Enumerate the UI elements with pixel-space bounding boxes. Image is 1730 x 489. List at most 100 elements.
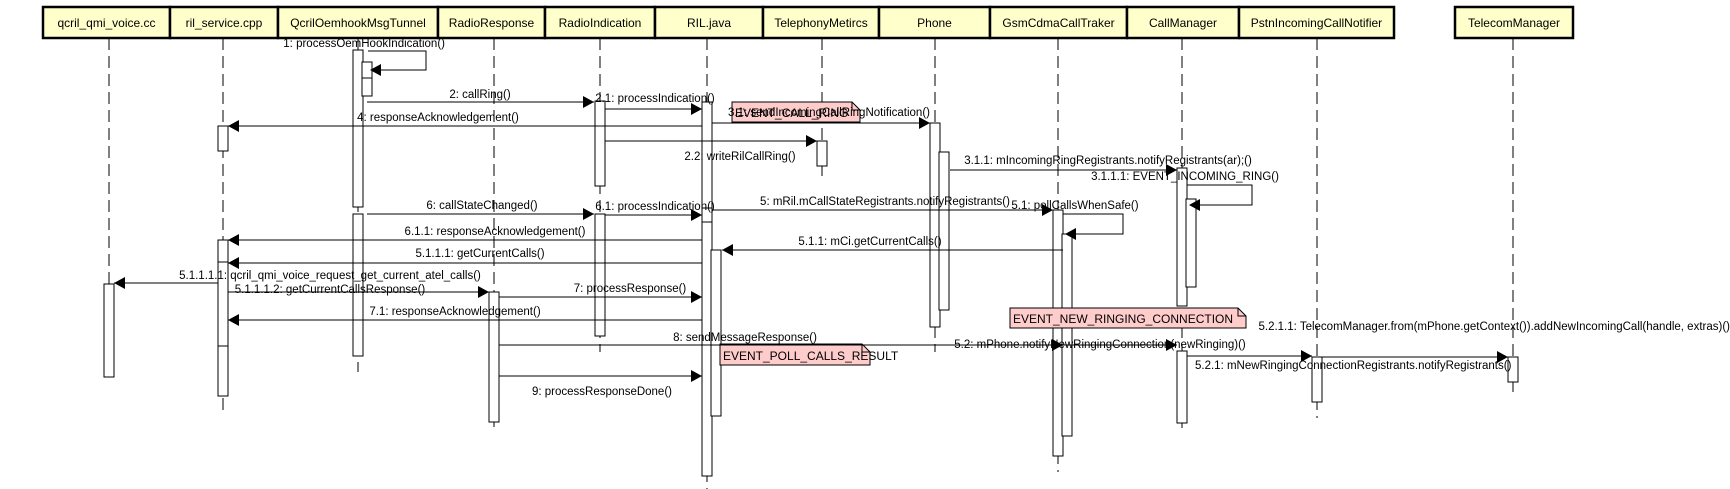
participant-box <box>543 5 657 40</box>
note-label: EVENT_NEW_RINGING_CONNECTION <box>1013 312 1233 326</box>
message[interactable]: 4: responseAcknowledgement() <box>228 112 702 132</box>
message[interactable]: 5: mRil.mCallStateRegistrants.notifyRegi… <box>712 196 1053 216</box>
participant-label: CallManager <box>1149 16 1217 30</box>
arrow-head-icon <box>1189 199 1200 211</box>
note-box <box>719 343 871 366</box>
participant-label: ril_service.cpp <box>186 16 263 30</box>
message[interactable]: 2.2: writeRilCallRing() <box>605 135 817 163</box>
message[interactable]: 7: processResponse() <box>499 283 702 303</box>
message[interactable]: 3.1.1.1: EVENT_INCOMING_RING() <box>1091 171 1279 211</box>
message[interactable]: 1: processOemHookIndication() <box>283 38 445 76</box>
note-fold <box>861 344 870 353</box>
message-label: 5.1.1.1: getCurrentCalls() <box>415 248 544 260</box>
message-label: 5.2: mPhone.notifyNewRingingConnection(n… <box>954 339 1246 351</box>
message-label: 5.1.1: mCi.getCurrentCalls() <box>798 236 941 248</box>
participant-riljava[interactable]: RIL.java <box>653 5 765 40</box>
note: EVENT_POLL_CALLS_RESULT <box>719 343 899 366</box>
message-label: 5.1.1.1.1: qcril_qmi_voice_request_get_c… <box>179 270 481 282</box>
message[interactable]: 5.2.1: mNewRingingConnectionRegistrants.… <box>1187 350 1512 372</box>
arrow-head-icon <box>1166 164 1177 176</box>
arrow-head-icon <box>583 208 594 220</box>
arrow-head-icon <box>691 209 702 221</box>
participant-box <box>1453 5 1575 40</box>
participant-label: GsmCdmaCallTraker <box>1002 16 1114 30</box>
participant-rresp[interactable]: RadioResponse <box>436 5 547 40</box>
message[interactable]: 2.1: processIndication() <box>595 93 715 115</box>
activation-bar <box>1176 350 1188 424</box>
activation-bar <box>352 213 364 357</box>
participant-tunnel[interactable]: QcrilOemhookMsgTunnel <box>276 5 440 40</box>
participant-box <box>168 5 280 40</box>
participant-callmgr[interactable]: CallManager <box>1125 5 1241 40</box>
message-label: 6.1: processIndication() <box>595 201 715 213</box>
participant-label: qcril_qmi_voice.cc <box>57 16 155 30</box>
arrow-head-icon <box>1052 339 1063 351</box>
message[interactable]: 5.1.1.1.2: getCurrentCallsResponse() <box>228 284 489 298</box>
message[interactable]: 3.1.1: mIncomingRingRegistrants.notifyRe… <box>950 155 1252 176</box>
message[interactable]: 5.1.1.1.1: qcril_qmi_voice_request_get_c… <box>114 270 481 289</box>
note-fold <box>851 102 860 111</box>
activation-bar <box>361 77 373 97</box>
message-label: 5.1: pollCallsWhenSafe() <box>1011 200 1138 212</box>
arrow-head-icon <box>691 291 702 303</box>
message[interactable]: 5.1.1: mCi.getCurrentCalls() <box>722 236 1063 256</box>
participant-label: RadioResponse <box>449 16 535 30</box>
arrow-head-icon <box>583 96 594 108</box>
notes: EVENT_CALL_RINGEVENT_NEW_RINGING_CONNECT… <box>719 101 1247 366</box>
message-label: 3.1: sendIncomingCallRingNotification() <box>728 107 930 119</box>
arrow-head-icon <box>478 286 489 298</box>
activation-bar <box>816 140 828 167</box>
arrow-head-icon <box>370 64 381 76</box>
message-label: 8: sendMessageResponse() <box>673 332 817 344</box>
arrow-head-icon <box>1065 228 1076 240</box>
activation-bar <box>594 213 606 337</box>
activation-bar <box>594 100 606 187</box>
message[interactable]: 9: processResponseDone() <box>499 370 702 398</box>
arrow-head-icon <box>228 257 239 269</box>
message-label: 6: callStateChanged() <box>426 200 537 212</box>
activation-bar <box>217 261 229 347</box>
activation-bars <box>103 49 1519 477</box>
message[interactable]: 8: sendMessageResponse() <box>499 332 1063 351</box>
participant-label: PstnIncomingCallNotifier <box>1251 16 1382 30</box>
participant-qcril[interactable]: qcril_qmi_voice.cc <box>41 5 172 40</box>
message[interactable]: 3.1: sendIncomingCallRingNotification() <box>712 107 930 129</box>
message[interactable]: 5.1: pollCallsWhenSafe() <box>1011 200 1139 240</box>
participant-phone[interactable]: Phone <box>877 5 992 40</box>
participant-label: QcrilOemhookMsgTunnel <box>290 16 426 30</box>
arrow-head-icon <box>919 117 930 129</box>
activation-bar <box>1311 356 1323 403</box>
arrow-head-icon <box>228 120 239 132</box>
arrow-head-icon <box>1166 339 1177 351</box>
participant-headers: qcril_qmi_voice.cc ril_service.cpp QcrilOe… <box>41 5 1575 40</box>
note-box <box>731 101 861 123</box>
message-label: 7: processResponse() <box>574 283 687 295</box>
participant-telecom[interactable]: TelecomManager <box>1453 5 1575 40</box>
participant-rind[interactable]: RadioIndication <box>543 5 657 40</box>
arrow-head-icon <box>1301 350 1312 362</box>
activation-bar <box>103 283 115 378</box>
message-label: 5.2.1.1: TelecomManager.from(mPhone.getC… <box>1258 321 1730 333</box>
message-line <box>1063 213 1124 235</box>
activation-bar <box>710 249 722 417</box>
activation-bar <box>488 291 500 423</box>
message[interactable]: 6.1.1: responseAcknowledgement() <box>228 226 702 246</box>
message[interactable]: 7.1: responseAcknowledgement() <box>228 306 702 326</box>
message[interactable]: 5.1.1.1: getCurrentCalls() <box>228 248 702 269</box>
message[interactable]: 5.2.1.1: TelecomManager.from(mPhone.getC… <box>1258 321 1730 363</box>
activation-bar <box>1507 356 1519 383</box>
message[interactable]: 5.2: mPhone.notifyNewRingingConnection(n… <box>954 339 1246 351</box>
arrow-head-icon <box>228 314 239 326</box>
activation-bar <box>938 151 950 311</box>
message[interactable]: 2: callRing() <box>367 89 594 108</box>
note-box <box>1009 307 1247 329</box>
message-label: 5: mRil.mCallStateRegistrants.notifyRegi… <box>760 196 1010 208</box>
message[interactable]: 6.1: processIndication() <box>595 201 715 221</box>
participant-pstn[interactable]: PstnIncomingCallNotifier <box>1237 5 1396 40</box>
participant-rilsvc[interactable]: ril_service.cpp <box>168 5 280 40</box>
participant-metrics[interactable]: TelephonyMetircs <box>761 5 881 40</box>
message[interactable]: 6: callStateChanged() <box>367 200 594 220</box>
participant-tracker[interactable]: GsmCdmaCallTraker <box>988 5 1129 40</box>
arrow-head-icon <box>1497 351 1508 363</box>
